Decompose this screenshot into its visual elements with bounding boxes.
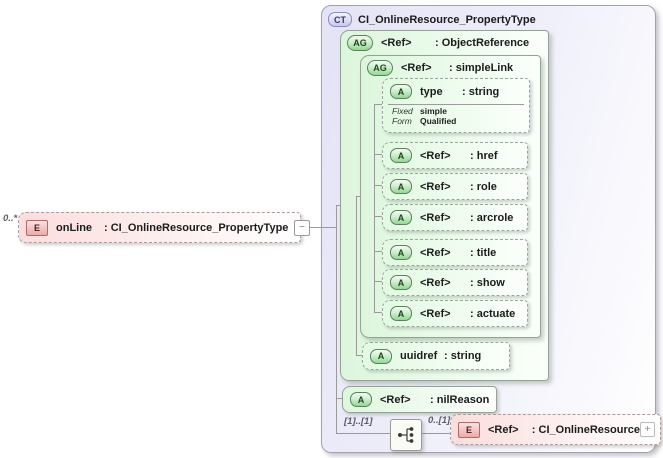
source-multiplicity: 0..* bbox=[3, 213, 18, 224]
attribute-icon: A bbox=[370, 348, 392, 364]
attribute-ref: <Ref> bbox=[380, 393, 411, 406]
trunk-line bbox=[336, 205, 337, 434]
element-online-name: onLine bbox=[56, 221, 93, 234]
attribute-show[interactable]: A <Ref> : show bbox=[382, 269, 528, 296]
attribute-icon: A bbox=[390, 179, 412, 194]
attribute-actuate-type: : actuate bbox=[470, 307, 516, 320]
complex-type-header: CT CI_OnlineResource_PropertyType bbox=[328, 12, 536, 27]
simplelink-header: AG <Ref> : simpleLink bbox=[367, 60, 513, 76]
stub-type bbox=[374, 104, 382, 105]
sequence-child-line bbox=[420, 433, 450, 434]
facet-form-value: Qualified bbox=[420, 116, 457, 126]
attribute-type-name: type bbox=[420, 85, 443, 98]
attribute-nilreason-type: : nilReason bbox=[430, 393, 490, 406]
stub-show bbox=[374, 281, 382, 282]
complex-type-title: CI_OnlineResource_PropertyType bbox=[358, 13, 536, 26]
attribute-arcrole[interactable]: A <Ref> : arcrole bbox=[382, 204, 528, 231]
attribute-icon: A bbox=[390, 84, 412, 99]
attribute-group-icon: AG bbox=[367, 60, 393, 76]
stub-arcrole bbox=[374, 216, 382, 217]
element-icon: E bbox=[26, 219, 48, 236]
sequence-multiplicity: [1]..[1] bbox=[344, 416, 373, 427]
element-ci-onlineresource-type: : CI_OnlineResource bbox=[531, 423, 640, 436]
attribute-nilreason[interactable]: A <Ref> : nilReason bbox=[342, 386, 497, 413]
stub-actuate bbox=[374, 312, 382, 313]
facet-separator bbox=[388, 104, 524, 105]
attribute-type-datatype: : string bbox=[462, 85, 500, 98]
attribute-ref: <Ref> bbox=[420, 180, 451, 193]
element-ci-onlineresource[interactable]: E <Ref> : CI_OnlineResource + bbox=[450, 414, 661, 445]
simplelink-trunk bbox=[374, 104, 375, 313]
attribute-ref: <Ref> bbox=[420, 276, 451, 289]
attribute-show-type: : show bbox=[470, 276, 505, 289]
attribute-ref: <Ref> bbox=[420, 211, 451, 224]
attribute-uuidref-type: : string bbox=[444, 350, 482, 362]
attribute-ref: <Ref> bbox=[420, 307, 451, 320]
objectreference-ref: <Ref> bbox=[381, 37, 412, 49]
simplelink-type: : simpleLink bbox=[449, 62, 514, 74]
attribute-role-type: : role bbox=[470, 180, 497, 193]
attribute-icon: A bbox=[350, 392, 372, 407]
complex-type-icon: CT bbox=[328, 12, 352, 27]
attribute-group-icon: AG bbox=[347, 35, 373, 51]
facet-fixed-value: simple bbox=[420, 106, 447, 116]
stub-uuidref bbox=[356, 355, 363, 356]
sequence-icon[interactable] bbox=[390, 419, 422, 451]
attribute-icon: A bbox=[390, 306, 412, 321]
attribute-ref: <Ref> bbox=[420, 246, 451, 259]
child-element-multiplicity: 0..[1] bbox=[428, 415, 451, 426]
facet-form-label: Form bbox=[392, 116, 412, 126]
objectreference-header: AG <Ref> : ObjectReference bbox=[347, 35, 529, 51]
connector-line bbox=[308, 227, 336, 228]
stub-title bbox=[374, 251, 382, 252]
attribute-href-type: : href bbox=[470, 149, 498, 162]
attribute-icon: A bbox=[390, 210, 412, 225]
stub-objectreference bbox=[336, 205, 341, 206]
stub-role bbox=[374, 185, 382, 186]
attribute-title[interactable]: A <Ref> : title bbox=[382, 239, 528, 266]
attribute-role[interactable]: A <Ref> : role bbox=[382, 173, 528, 200]
attribute-uuidref-name: uuidref bbox=[400, 350, 438, 362]
attribute-ref: <Ref> bbox=[420, 149, 451, 162]
collapse-button[interactable]: − bbox=[294, 220, 310, 236]
attribute-icon: A bbox=[390, 148, 412, 163]
stub-nilreason bbox=[336, 398, 343, 399]
expand-button[interactable]: + bbox=[640, 422, 655, 437]
element-ref: <Ref> bbox=[488, 423, 519, 436]
attribute-icon: A bbox=[390, 245, 412, 260]
element-online-type: : CI_OnlineResource_PropertyType bbox=[104, 221, 289, 234]
simplelink-ref: <Ref> bbox=[401, 62, 432, 74]
attribute-icon: A bbox=[390, 275, 412, 290]
element-icon: E bbox=[458, 421, 480, 438]
attribute-actuate[interactable]: A <Ref> : actuate bbox=[382, 300, 528, 327]
attribute-uuidref[interactable]: A uuidref : string bbox=[362, 342, 510, 370]
stub-simplelink bbox=[356, 196, 361, 197]
objectreference-trunk bbox=[356, 196, 357, 356]
objectreference-type: : ObjectReference bbox=[435, 37, 530, 49]
sequence-glyph bbox=[398, 427, 414, 443]
facet-fixed-label: Fixed bbox=[392, 106, 413, 116]
attribute-type[interactable]: A type : string Fixed simple Form Qualif… bbox=[382, 78, 530, 133]
attribute-arcrole-type: : arcrole bbox=[470, 211, 514, 224]
stub-sequence bbox=[336, 433, 390, 434]
stub-href bbox=[374, 154, 382, 155]
attribute-href[interactable]: A <Ref> : href bbox=[382, 142, 528, 169]
attribute-title-type: : title bbox=[470, 246, 497, 259]
element-online[interactable]: E onLine : CI_OnlineResource_PropertyTyp… bbox=[18, 212, 301, 243]
